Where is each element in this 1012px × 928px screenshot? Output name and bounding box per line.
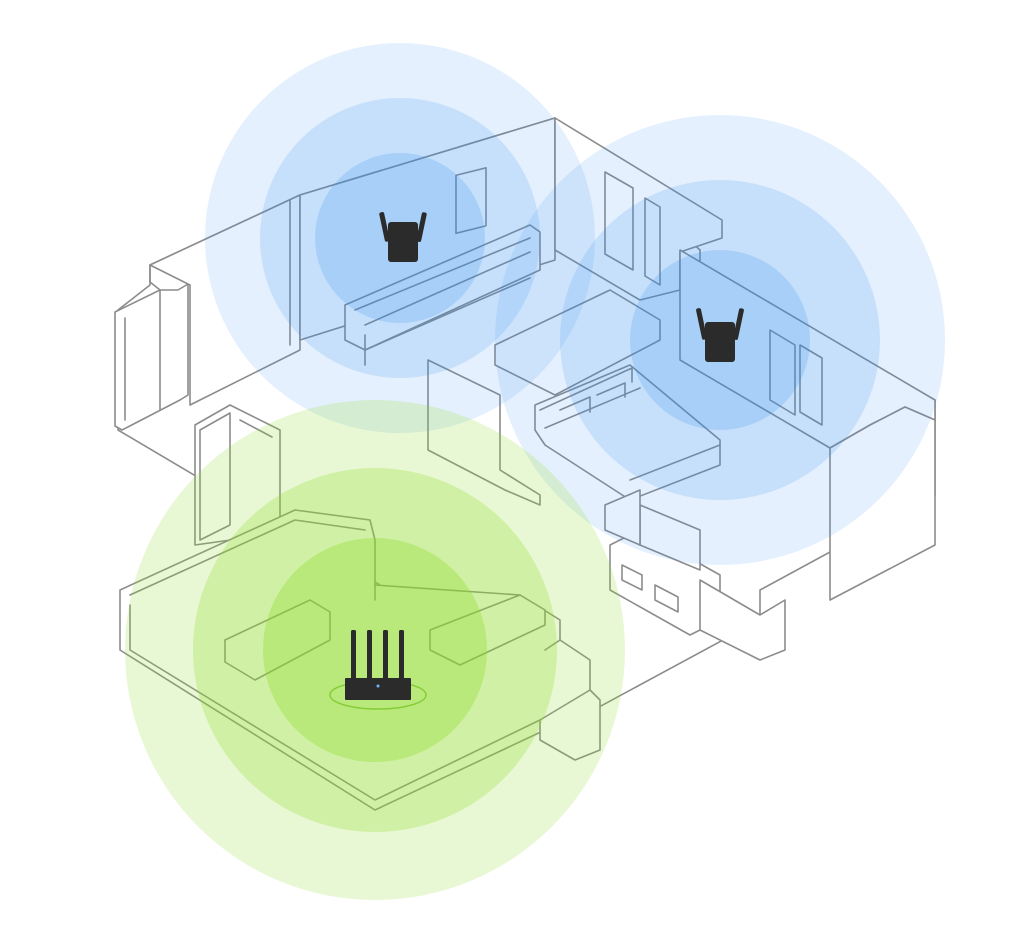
lower-wall: [539, 689, 601, 761]
closet-door: [604, 171, 661, 286]
tv-side: [604, 489, 641, 546]
router-coverage: [125, 400, 625, 900]
router-icon: [345, 630, 411, 700]
coverage-ring-middle: [193, 468, 557, 832]
coverage-ring-inner: [263, 538, 487, 762]
tv-cabinet: [429, 594, 546, 666]
bed-room-partition: [494, 289, 661, 396]
middle-partition: [427, 359, 541, 506]
bedroom-back-wall: [149, 194, 301, 406]
left-wall-inner: [124, 289, 161, 421]
window-frame: [455, 167, 487, 235]
sofa: [224, 599, 331, 681]
left-outer-wall: [114, 283, 189, 431]
bedroom-wall-edge: [149, 199, 291, 346]
living-room-inner: [129, 519, 586, 801]
right-window: [769, 329, 823, 426]
lower-right-wall: [699, 579, 786, 661]
bed-headboard: [539, 367, 721, 481]
coverage-ring-outer: [125, 400, 625, 900]
floor-plan: [114, 117, 936, 811]
door-panel: [199, 412, 273, 541]
upper-back-wall: [299, 117, 556, 341]
cabinet: [344, 224, 541, 351]
extender-icon: [696, 308, 744, 362]
right-outer-wall: [829, 406, 936, 601]
bed: [534, 364, 721, 501]
extender-icon: [379, 212, 427, 262]
tv-stand-drawers: [621, 564, 679, 613]
cabinet-shelves: [354, 237, 531, 366]
